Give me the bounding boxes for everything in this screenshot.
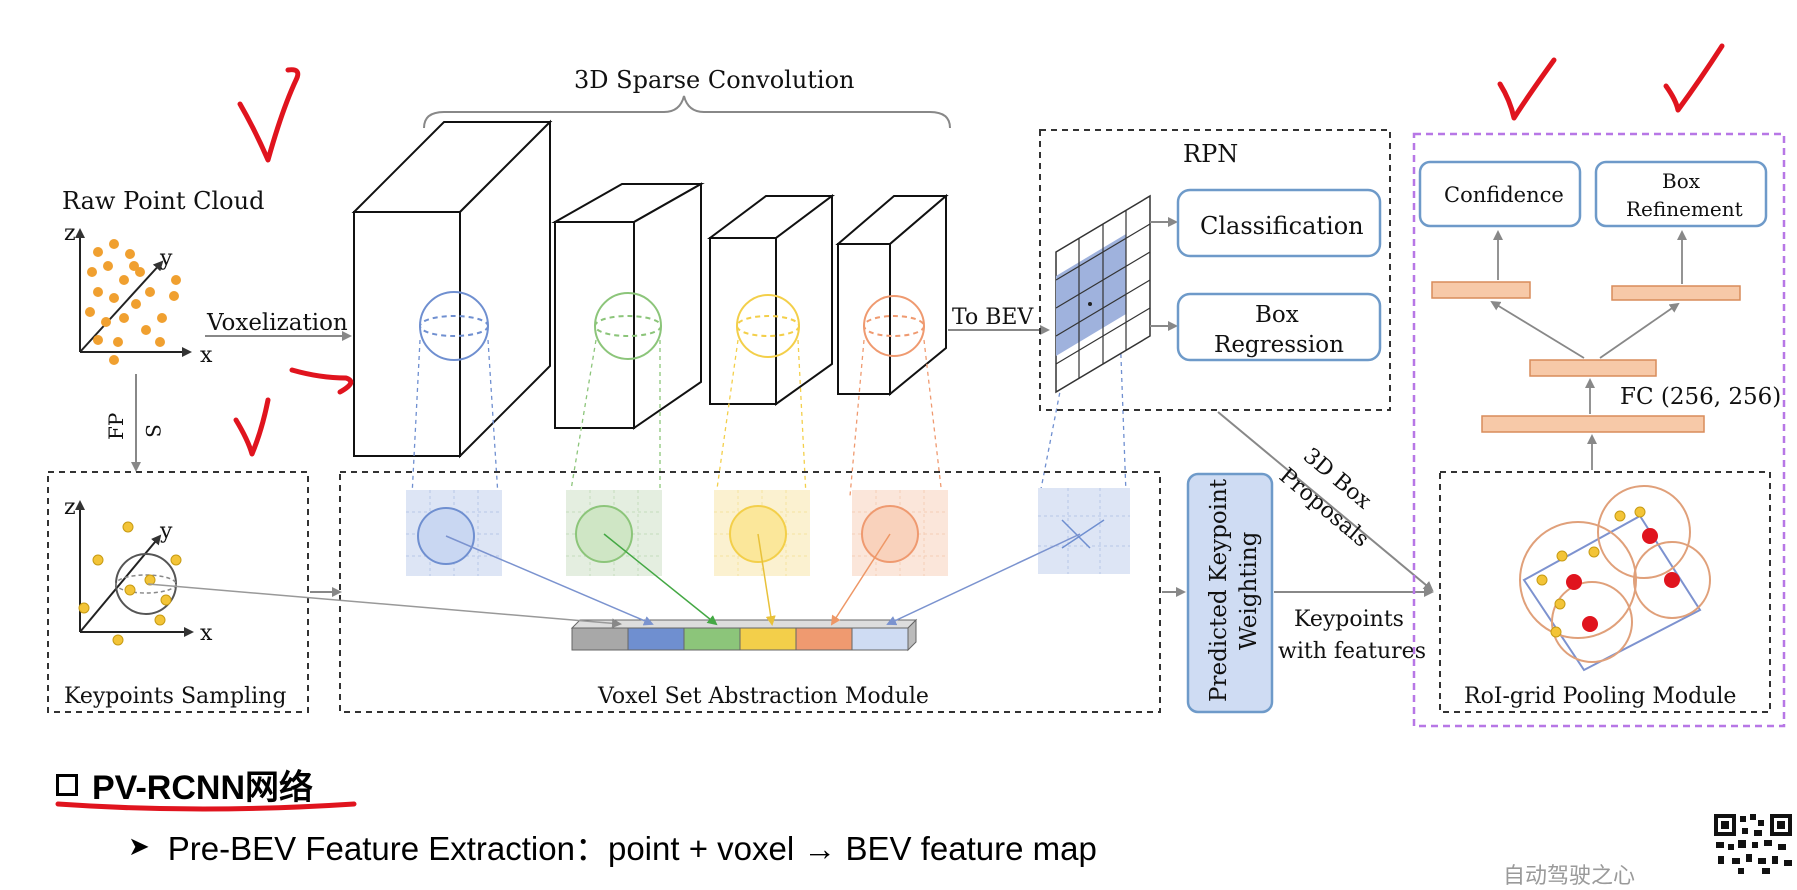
kp-axis-y: y xyxy=(159,519,173,544)
raw-point-cloud-axes xyxy=(75,228,192,357)
bullet-text: Pre-BEV Feature Extraction：point + voxel… xyxy=(167,830,1097,867)
s-label: S xyxy=(141,424,165,438)
confidence-label: Confidence xyxy=(1444,183,1564,207)
raw-axis-y: y xyxy=(159,246,173,271)
box-refinement-label-1: Box xyxy=(1662,169,1701,193)
keypoints-with-features-line1: Keypoints xyxy=(1294,607,1404,632)
roi-grid-label: RoI-grid Pooling Module xyxy=(1464,684,1736,709)
conv-block-1 xyxy=(351,119,553,459)
sparse-conv-brace xyxy=(423,95,951,129)
red-annotations xyxy=(55,43,1725,812)
bev-feature-grid xyxy=(1055,194,1151,394)
classification-box xyxy=(1176,188,1382,258)
qr-code-icon xyxy=(1712,812,1796,876)
rpn-box xyxy=(1039,129,1391,411)
vsa-module-label: Voxel Set Abstraction Module xyxy=(597,684,929,709)
arrow-kp-to-vector xyxy=(147,583,622,629)
vsa-module-box xyxy=(339,471,1161,713)
confidence-box xyxy=(1418,160,1582,228)
keypoints-points xyxy=(78,521,182,646)
voxel-grid-bev xyxy=(1038,488,1130,574)
to-bev-label: To BEV xyxy=(952,305,1034,330)
classification-label: Classification xyxy=(1200,212,1364,240)
voxel-grid-orange xyxy=(852,490,948,576)
box-refinement-box xyxy=(1594,160,1768,228)
refinement-stage-box xyxy=(1412,132,1786,728)
bullet-item: ➤ Pre-BEV Feature Extraction：point + vox… xyxy=(128,822,1097,870)
conv-sphere-blue xyxy=(419,291,489,361)
arrow-yellow-to-vector xyxy=(757,533,776,626)
slide-heading: PV-RCNN网络 xyxy=(56,760,313,809)
box-regression-box xyxy=(1176,292,1382,362)
raw-axis-x: x xyxy=(200,343,213,368)
keypoint-query-sphere-equator xyxy=(115,574,177,594)
rpn-label: RPN xyxy=(1183,140,1238,168)
projection-lines xyxy=(411,329,1127,497)
predicted-keypoint-label: Predicted Keypoint xyxy=(1206,478,1232,702)
feature-vector xyxy=(570,618,918,652)
keypoints-with-features-line2: with features xyxy=(1278,639,1426,664)
conv-block-3 xyxy=(707,194,835,406)
conv-sphere-green xyxy=(594,292,662,360)
arrow-orange-to-vector xyxy=(830,533,891,626)
fc-arrows xyxy=(1490,230,1687,470)
slide-heading-text: PV-RCNN网络 xyxy=(92,769,314,807)
proposals-arrow xyxy=(1217,411,1434,592)
voxel-grid-green xyxy=(566,490,662,576)
sparse-conv-title: 3D Sparse Convolution xyxy=(574,66,855,94)
voxel-grid-blue xyxy=(406,490,502,576)
fc-layers xyxy=(1431,281,1741,433)
box-regression-label-2: Regression xyxy=(1214,332,1344,358)
conv-sphere-yellow xyxy=(736,294,800,358)
watermark: 自动驾驶之心 xyxy=(1503,864,1636,889)
bullet-arrow-icon: ➤ xyxy=(128,830,150,861)
box-regression-label-1: Box xyxy=(1255,302,1299,328)
weighting-label: Weighting xyxy=(1236,531,1262,650)
roi-grid-graphic xyxy=(1519,485,1711,672)
arrow-blue-to-vector xyxy=(445,535,654,626)
conv-block-2 xyxy=(551,182,705,430)
kp-axis-z: z xyxy=(64,495,76,520)
fp-label: FP xyxy=(104,413,128,440)
fc-label: FC (256, 256) xyxy=(1620,384,1781,410)
raw-axis-z: z xyxy=(64,221,76,246)
kp-axis-x: x xyxy=(200,621,213,646)
raw-point-cloud-points xyxy=(85,239,181,365)
roi-grid-box xyxy=(1439,471,1771,713)
voxelization-label: Voxelization xyxy=(206,310,348,336)
raw-point-cloud-label: Raw Point Cloud xyxy=(62,187,264,215)
voxel-grid-yellow xyxy=(714,490,810,576)
arrow-bev-to-vector xyxy=(886,533,1081,626)
checkbox-square-icon xyxy=(56,773,78,796)
conv-block-4 xyxy=(835,193,949,397)
arrow-green-to-vector xyxy=(603,533,718,626)
keypoints-sampling-box xyxy=(47,471,309,713)
box-refinement-label-2: Refinement xyxy=(1626,197,1743,221)
conv-sphere-orange xyxy=(863,295,925,357)
keypoints-sampling-label: Keypoints Sampling xyxy=(64,684,286,709)
predicted-keypoint-weighting-box xyxy=(1186,472,1274,714)
